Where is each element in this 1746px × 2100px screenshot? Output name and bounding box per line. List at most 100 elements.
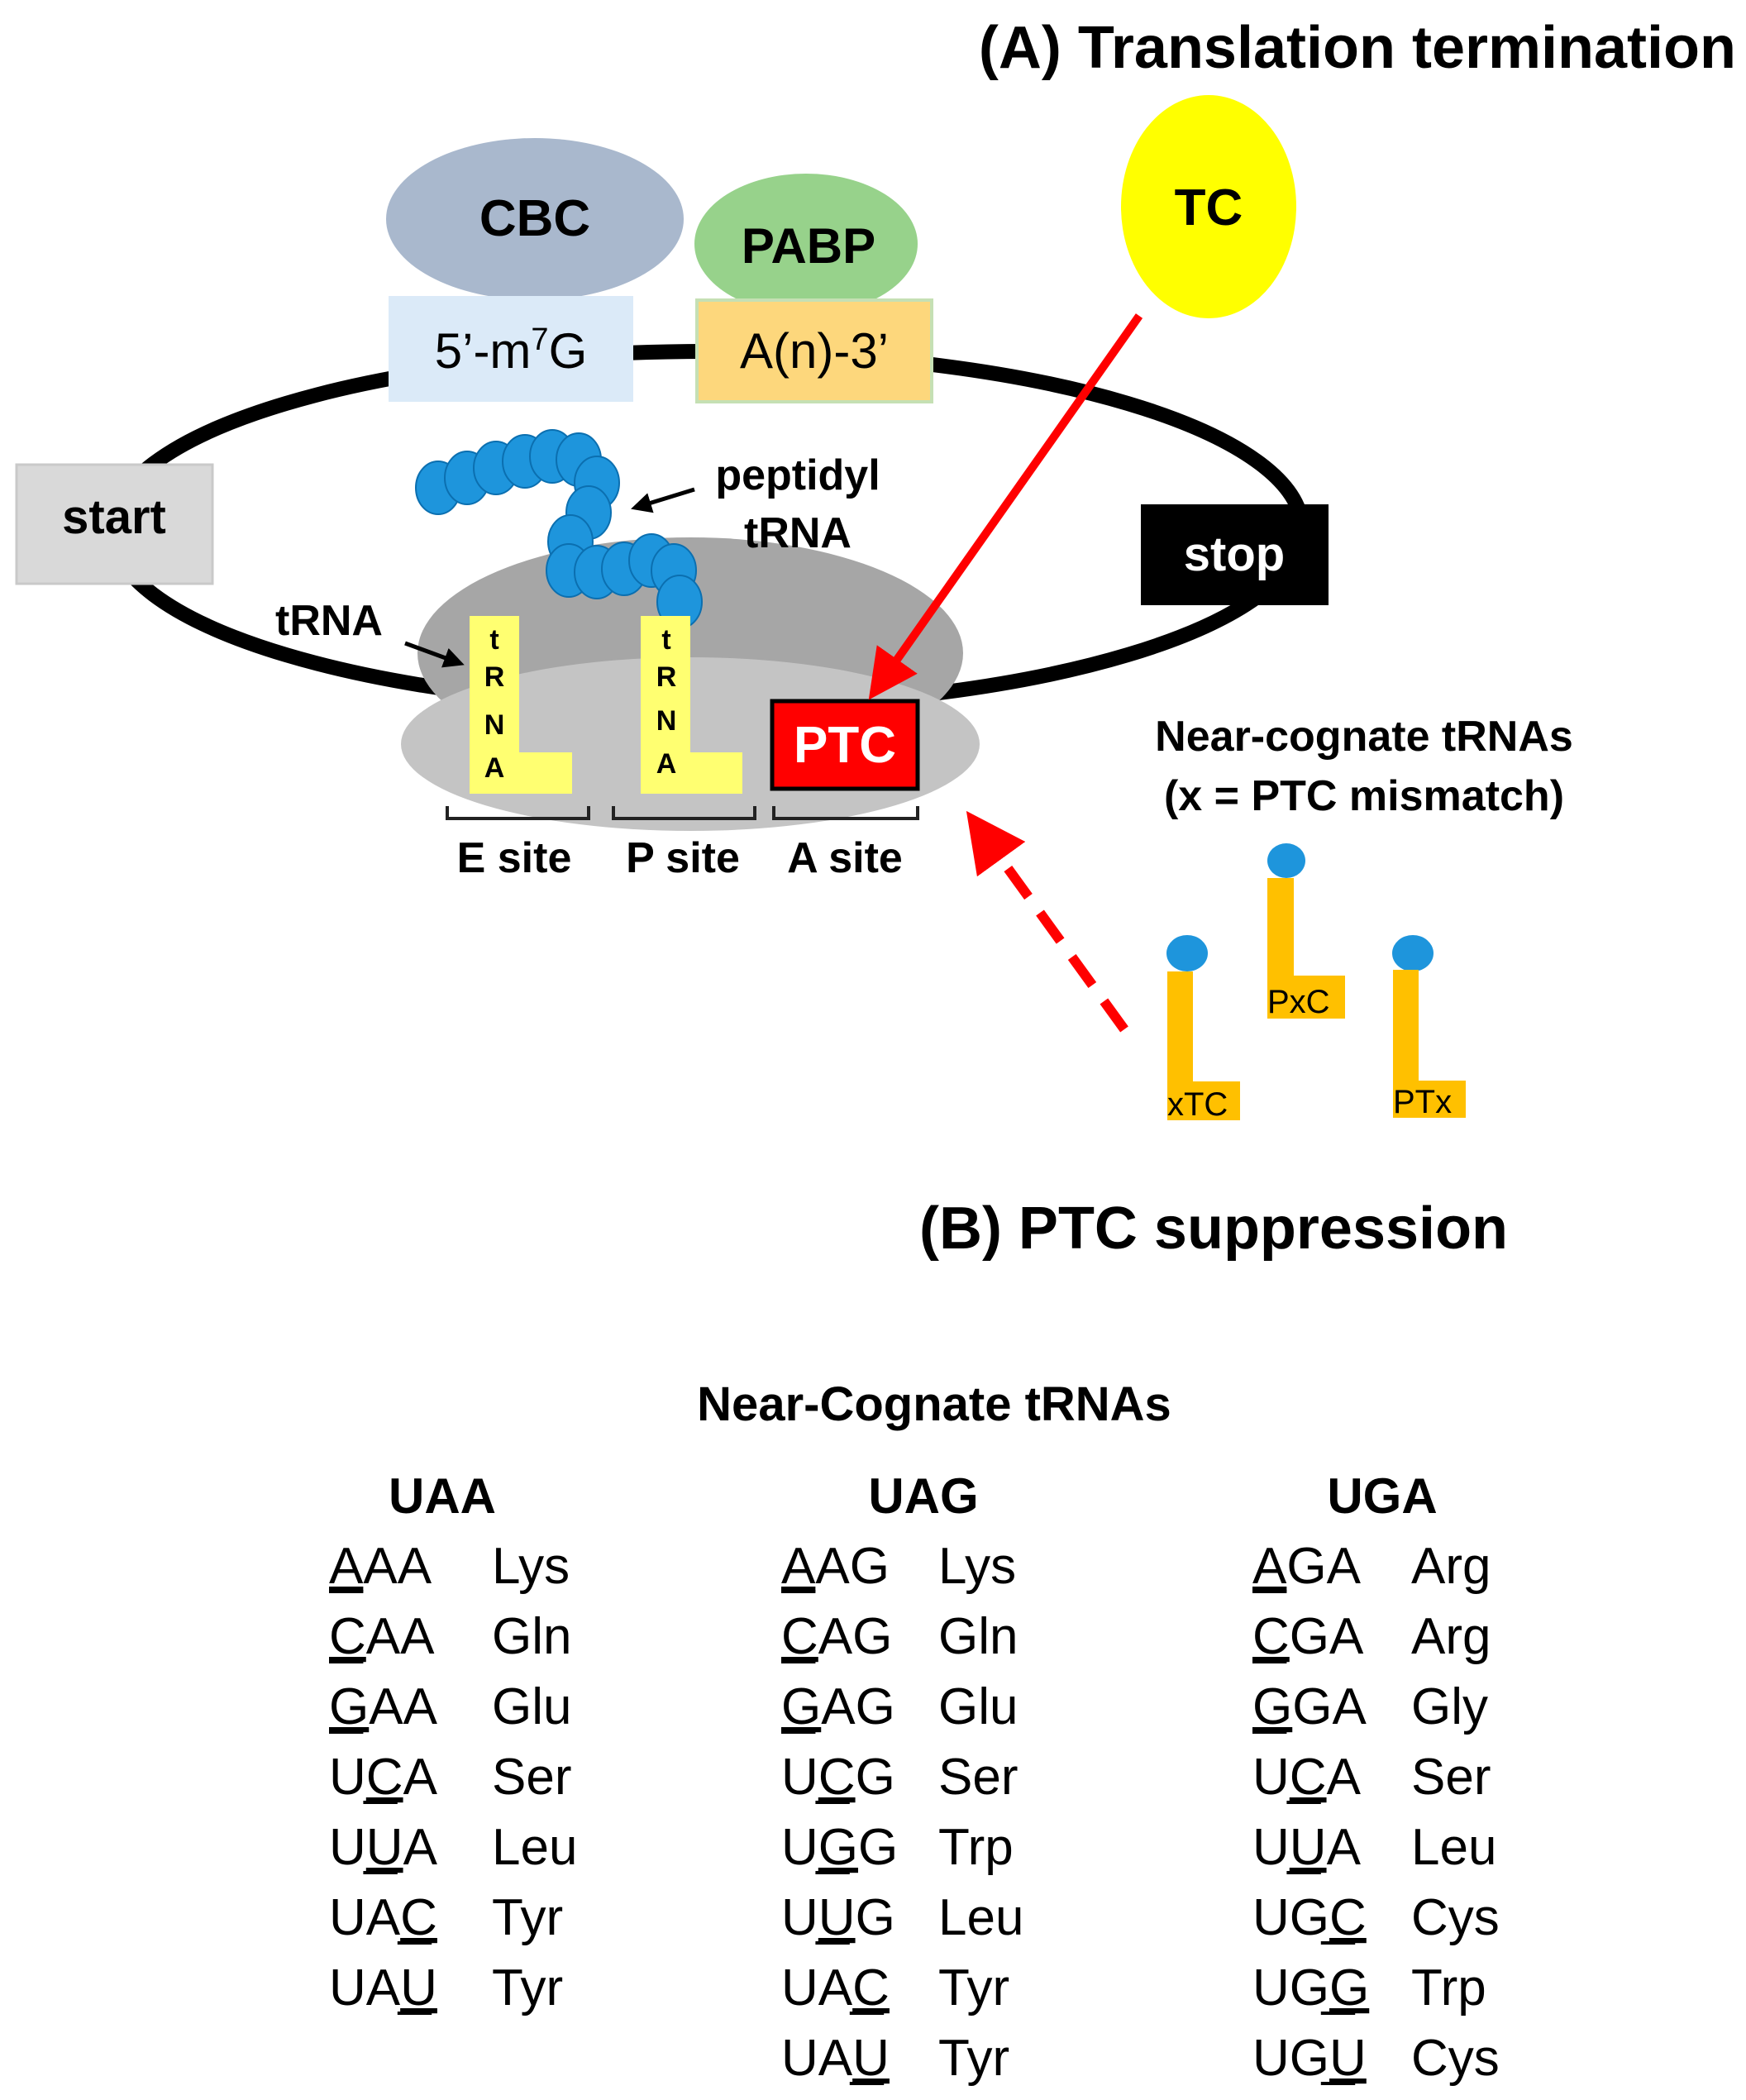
- start-label: start: [62, 490, 166, 544]
- peptidyl-label-line2: tRNA: [744, 509, 852, 557]
- e-site-trna-letters: t R N A: [484, 624, 505, 784]
- mismatch-underline: [781, 1660, 816, 1663]
- mismatch-underline: [329, 1590, 364, 1593]
- mismatch-underline: [781, 1590, 816, 1593]
- mismatch-underline: [815, 1941, 850, 1945]
- p-site-label: P site: [626, 834, 740, 882]
- mismatch-underline: [397, 2012, 432, 2015]
- amino-acid: Arg: [1411, 1608, 1491, 1665]
- codon: UAC: [781, 1959, 890, 2016]
- codon: GAG: [781, 1678, 895, 1735]
- amino-acid: Lys: [938, 1538, 1016, 1595]
- codon: AAA: [329, 1538, 432, 1595]
- mismatch-underline: [1252, 1730, 1287, 1734]
- codon: UGC: [1252, 1889, 1367, 1946]
- svg-text:xTC: xTC: [1167, 1086, 1228, 1123]
- tc-to-ptc-arrow: [868, 313, 1143, 700]
- codon: AAG: [781, 1538, 890, 1595]
- codon: UGG: [1252, 1959, 1369, 2016]
- codon: UAU: [329, 1959, 437, 2016]
- p-site-trna: [641, 616, 742, 794]
- codon: UCA: [329, 1749, 438, 1806]
- mismatch-underline: [329, 1660, 364, 1663]
- amino-acid: Leu: [1411, 1819, 1496, 1876]
- svg-text:R: R: [484, 661, 505, 693]
- e-site-trna: [470, 616, 572, 794]
- peptide-chain: [415, 429, 703, 629]
- amino-acid: Tyr: [492, 1889, 563, 1946]
- ptc-label: PTC: [794, 717, 896, 774]
- stop-codon-header: UAA: [389, 1468, 496, 1524]
- mismatch-underline: [781, 1730, 816, 1734]
- amino-acid: Ser: [938, 1749, 1018, 1806]
- amino-acid: Cys: [1411, 1889, 1500, 1946]
- mismatch-underline: [329, 1730, 364, 1734]
- codon: UAC: [329, 1889, 437, 1946]
- pabp-label: PABP: [742, 218, 875, 274]
- amino-acid: Leu: [938, 1889, 1023, 1946]
- peptidyl-label-line1: peptidyl: [715, 451, 880, 499]
- mismatch-underline: [815, 1871, 850, 1874]
- trna-arrow: [404, 641, 465, 668]
- trna-label: tRNA: [275, 597, 383, 645]
- mismatch-underline: [363, 1871, 398, 1874]
- mismatch-underline: [849, 2012, 885, 2015]
- amino-acid: Glu: [938, 1678, 1018, 1735]
- start-codon-box: [15, 463, 214, 585]
- svg-text:R: R: [656, 661, 677, 693]
- a-site-bracket: [772, 806, 919, 820]
- codon: GGA: [1252, 1678, 1367, 1735]
- mismatch-underline: [1286, 1871, 1321, 1874]
- svg-text:t: t: [661, 624, 670, 656]
- mismatch-underline: [1252, 1590, 1287, 1593]
- polya-label: A(n)-3’: [740, 323, 889, 379]
- codon: UGU: [1252, 2030, 1367, 2087]
- amino-acid: Arg: [1411, 1538, 1491, 1595]
- amino-acid-icon: [1392, 935, 1434, 971]
- p-site-bracket: [612, 806, 756, 820]
- near-cognate-trna-pxc: PxC: [1267, 843, 1345, 1020]
- cbc-complex: [386, 138, 684, 300]
- svg-text:A: A: [484, 752, 505, 784]
- p-site-trna-letters: t R N A: [656, 624, 677, 780]
- amino-acid: Tyr: [492, 1959, 563, 2016]
- codon: UUA: [329, 1819, 438, 1876]
- amino-acid: Leu: [492, 1819, 577, 1876]
- codon: AGA: [1252, 1538, 1362, 1595]
- codon: CAG: [781, 1608, 892, 1665]
- mismatch-underline: [1320, 2012, 1356, 2015]
- amino-acid: Ser: [492, 1749, 571, 1806]
- codon: UCA: [1252, 1749, 1362, 1806]
- amino-acid: Glu: [492, 1678, 571, 1735]
- amino-acid: Tyr: [938, 1959, 1009, 2016]
- amino-acid-icon: [1166, 935, 1208, 971]
- cap-label: 5’-m7G: [435, 322, 587, 379]
- termination-complex: [1121, 95, 1296, 318]
- ptc-box: [770, 699, 920, 791]
- mismatch-underline: [1286, 1801, 1321, 1804]
- near-cognate-trna-xtc: xTC: [1166, 935, 1240, 1123]
- near-cognate-trna-ptx: PTx: [1392, 935, 1466, 1120]
- svg-text:N: N: [484, 709, 505, 741]
- mismatch-underline: [363, 1801, 398, 1804]
- amino-acid: Trp: [938, 1819, 1014, 1876]
- pabp-complex: [694, 174, 918, 314]
- e-site-bracket: [446, 806, 590, 820]
- amino-acid: Ser: [1411, 1749, 1491, 1806]
- amino-acid: Gln: [492, 1608, 571, 1665]
- svg-text:N: N: [656, 705, 677, 737]
- cap-box: [389, 296, 633, 402]
- stop-codon-header: UAG: [868, 1468, 978, 1524]
- near-cognate-dashed-arrow: [966, 810, 1128, 1033]
- stop-codon-header: UGA: [1327, 1468, 1437, 1524]
- codon: UAU: [781, 2030, 890, 2087]
- polya-box: [695, 298, 933, 403]
- mismatch-underline: [1252, 1660, 1287, 1663]
- a-site-label: A site: [787, 834, 903, 882]
- mismatch-underline: [397, 1941, 432, 1945]
- near-cognate-label-line1: Near-cognate tRNAs: [1155, 713, 1573, 761]
